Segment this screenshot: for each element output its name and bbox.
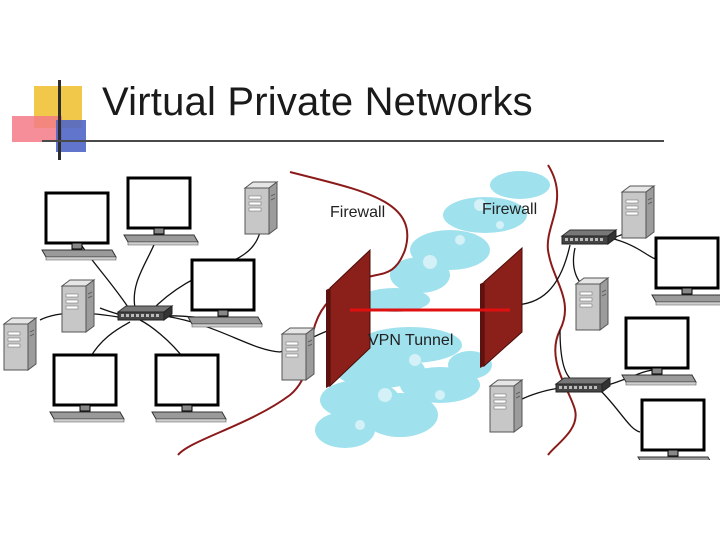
firewall-wall-icon [326,248,371,388]
cloud-icon [315,171,550,448]
title-decoration-line [58,80,61,160]
firewall-right-label: Firewall [482,201,537,218]
network-switch-icon [561,229,617,245]
tower-server-icon [621,185,655,239]
monitor-icon [150,353,228,424]
firewall-wall-icon [480,246,523,368]
tower-server-icon [489,379,523,433]
monitor-icon [122,176,200,247]
title-decoration-blue-block [56,120,86,152]
tower-server-icon [3,317,37,371]
network-switch-icon [117,305,173,321]
tower-server-icon [575,277,609,331]
tower-server-icon [281,327,315,381]
monitor-icon [636,398,714,460]
monitor-icon [48,353,126,424]
slide-title: Virtual Private Networks [102,80,533,124]
monitor-icon [620,316,698,387]
monitor-icon [186,258,264,329]
monitor-icon [40,191,118,262]
network-switch-icon [555,377,611,393]
title-decoration-red-block [12,116,62,142]
firewall-left-label: Firewall [330,204,385,221]
vpn-tunnel-label: VPN Tunnel [368,332,453,349]
title-underline [42,140,664,142]
tower-server-icon [61,279,95,333]
network-boundary-right [546,164,577,456]
monitor-icon [650,236,720,307]
tower-server-icon [244,181,278,235]
vpn-diagram: Firewall Firewall VPN Tunnel [3,164,720,460]
